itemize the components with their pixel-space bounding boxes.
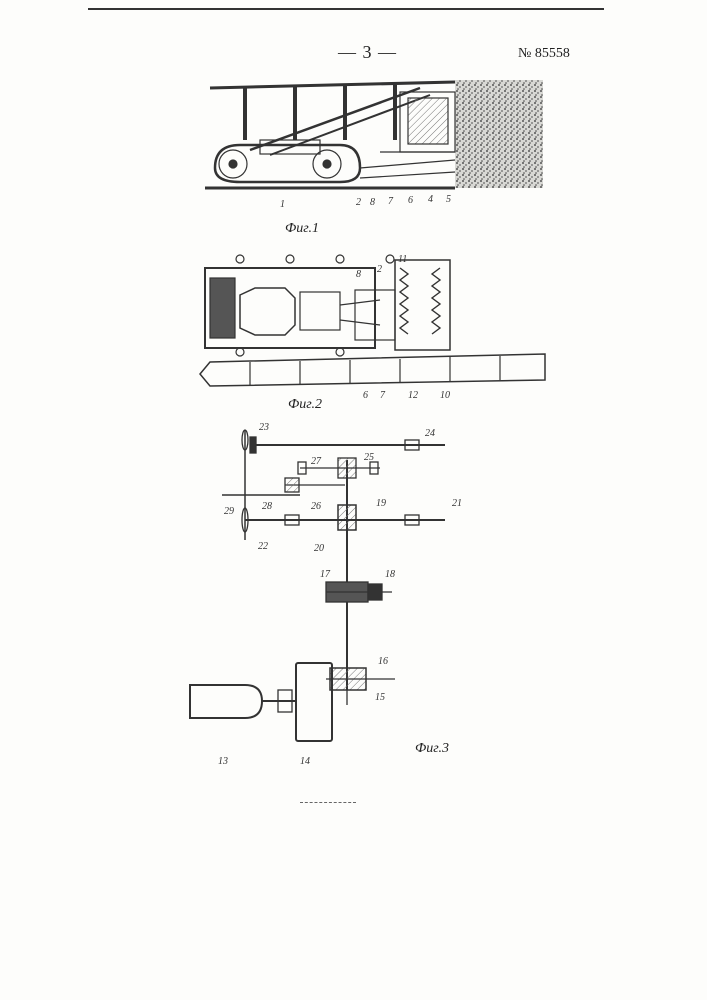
fig3-label-26: 26 xyxy=(311,501,321,512)
fig3-label-17: 17 xyxy=(320,569,331,580)
fig2-label-11: 11 xyxy=(398,254,407,265)
fig2-label-12: 12 xyxy=(408,390,418,401)
fig3-label-16: 16 xyxy=(378,656,388,667)
gearbox xyxy=(296,663,332,741)
figure-2 xyxy=(200,255,545,386)
fig3-label-15: 15 xyxy=(375,692,385,703)
fig1-label-8: 8 xyxy=(370,197,375,208)
fig1-label-1: 1 xyxy=(280,199,285,210)
fig2-label-6: 6 xyxy=(363,390,368,401)
motor xyxy=(190,685,262,718)
fig3-label-19: 19 xyxy=(376,498,386,509)
fig3-label-29: 29 xyxy=(224,506,234,517)
fig3-label-18: 18 xyxy=(385,569,395,580)
fig1-label-5: 5 xyxy=(446,194,451,205)
figure-1 xyxy=(205,80,543,188)
fig1-label-7: 7 xyxy=(388,196,394,207)
fig1-caption: Фиг.1 xyxy=(285,221,319,236)
roof-line xyxy=(210,82,455,88)
fig3-label-14: 14 xyxy=(300,756,310,767)
fig2-label-2: 2 xyxy=(377,264,382,275)
fig3-label-20: 20 xyxy=(314,543,324,554)
fig1-label-2: 2 xyxy=(356,197,361,208)
conveyor xyxy=(200,354,545,386)
fig3-label-22: 22 xyxy=(258,541,268,552)
fig2-label-8: 8 xyxy=(356,269,361,280)
fig3-label-28: 28 xyxy=(262,501,272,512)
coal-seam-face xyxy=(455,80,543,188)
fig3-label-13: 13 xyxy=(218,756,228,767)
figure-3 xyxy=(190,430,445,741)
fig3-label-25: 25 xyxy=(364,452,374,463)
bottom-rule xyxy=(300,802,356,803)
fig3-label-21: 21 xyxy=(452,498,462,509)
fig1-label-6: 6 xyxy=(408,195,413,206)
fig3-label-24: 24 xyxy=(425,428,435,439)
fig1-label-4: 4 xyxy=(428,194,433,205)
fig3-label-27: 27 xyxy=(311,456,322,467)
fig3-label-23: 23 xyxy=(259,422,269,433)
fig2-label-7: 7 xyxy=(380,390,386,401)
fig2-label-10: 10 xyxy=(440,390,450,401)
fig2-caption: Фиг.2 xyxy=(288,397,322,412)
fig3-caption: Фиг.3 xyxy=(415,741,449,756)
